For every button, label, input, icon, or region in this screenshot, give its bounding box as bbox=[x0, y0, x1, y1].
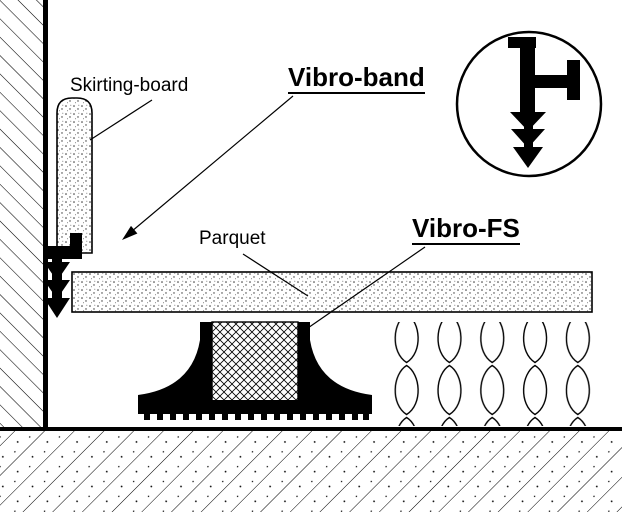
leader-line-vibro-band bbox=[124, 95, 294, 238]
skirting-board-label: Skirting-board bbox=[70, 75, 189, 96]
parquet-label: Parquet bbox=[199, 228, 266, 249]
insulation-wool bbox=[377, 322, 591, 426]
vibro-band-detail-profile bbox=[508, 37, 580, 168]
skirting-board-drawing bbox=[56, 97, 93, 254]
ground-slab bbox=[0, 427, 622, 512]
leader-lines bbox=[89, 95, 426, 331]
leader-line-vibro-fs bbox=[304, 246, 426, 331]
vibro-band-label: Vibro-band bbox=[288, 63, 425, 95]
wall-section bbox=[0, 0, 48, 431]
vibro-band-profile bbox=[44, 233, 82, 318]
leader-line-skirting bbox=[89, 99, 153, 141]
detail-circle bbox=[455, 30, 603, 178]
leader-line-parquet bbox=[242, 253, 309, 297]
parquet-layer bbox=[71, 271, 593, 313]
vibro-fs-label: Vibro-FS bbox=[412, 214, 520, 246]
ribbed-pad-teeth bbox=[144, 414, 369, 420]
arrowhead-vibro-band bbox=[122, 225, 138, 240]
vibro-fs-support bbox=[138, 321, 372, 420]
